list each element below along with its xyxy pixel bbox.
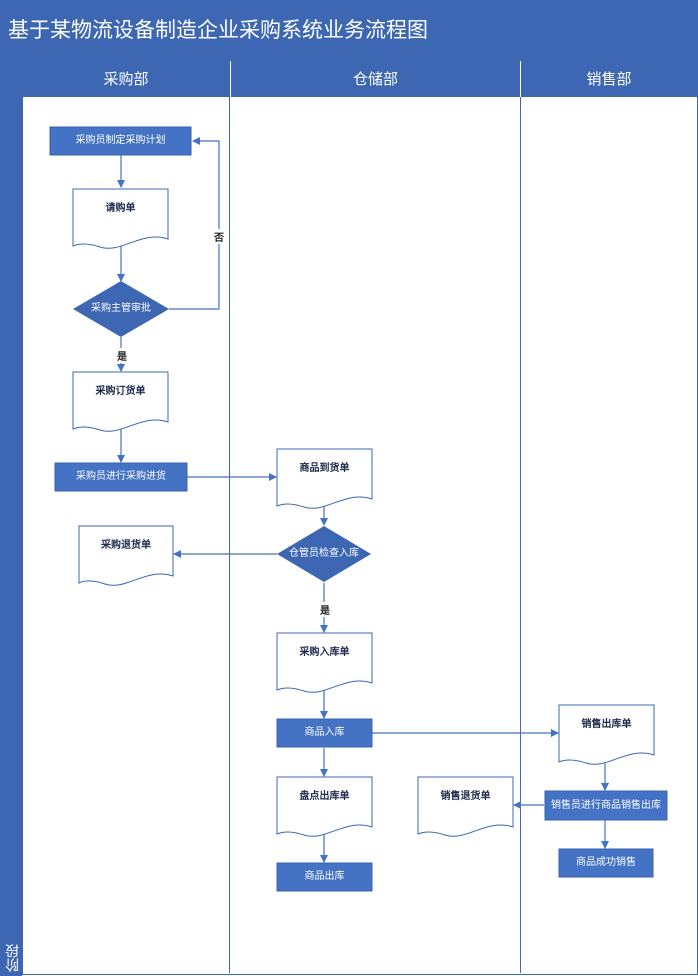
node-stock-out-doc[interactable]: 盘点出库单 [299,791,350,802]
process-shape-clerk [544,790,668,821]
process-shape-stock-in [276,718,373,748]
document-shape-order [72,371,169,432]
node-order[interactable]: 采购订货单 [95,386,146,397]
node-in-order[interactable]: 采购入库单 [299,647,350,658]
node-sales-return[interactable]: 销售退货单 [440,791,491,802]
document-shape-in-order [276,632,373,693]
node-approve[interactable]: 采购主管审批 [91,303,151,314]
edge-approve-plan-no [169,137,220,310]
node-sold[interactable]: 商品成功销售 [576,857,636,868]
lane-header-warehouse: 仓储部 [231,60,520,97]
edge-label-yes-approve: 是 [117,348,127,363]
document-shape-return [78,525,174,586]
node-purchase[interactable]: 采购员进行采购进货 [76,471,166,482]
title-bar: 基于某物流设备制造企业采购系统业务流程图 [0,0,698,60]
process-shape-plan [49,126,192,156]
node-return[interactable]: 采购退货单 [101,540,151,551]
node-arrival[interactable]: 商品到货单 [299,463,350,474]
node-inspect[interactable]: 仓管员检查入库 [289,548,359,559]
document-shape-sales-return [417,776,514,837]
node-stock-out[interactable]: 商品出库 [304,871,345,882]
document-shape-stock-out-doc [276,776,373,837]
node-request[interactable]: 请购单 [105,203,136,214]
node-sales-clerk[interactable]: 销售员进行商品销售出库 [551,799,661,811]
edge-label-no: 否 [214,229,224,244]
node-stock-in[interactable]: 商品入库 [304,727,345,738]
node-sales-out-doc[interactable]: 销售出库单 [581,719,632,730]
process-shape-sold [558,848,654,878]
decision-shape-approve [73,281,169,337]
diagram-title: 基于某物流设备制造企业采购系统业务流程图 [8,18,428,42]
lane-sales [521,97,696,973]
process-shape-stock-out [276,862,373,892]
lane-header-sales: 销售部 [521,60,697,97]
document-shape-request [72,188,169,249]
decision-shape-inspect [277,526,371,582]
stage-column: 阶段 [0,60,22,976]
lane-header-purchasing: 采购部 [22,60,230,97]
process-shape-purchase [54,462,188,492]
document-shape-arrival [276,448,373,509]
edge-label-yes-inspect: 是 [320,602,330,617]
node-plan[interactable]: 采购员制定采购计划 [75,135,166,146]
document-shape-sales-out-doc [558,704,655,765]
